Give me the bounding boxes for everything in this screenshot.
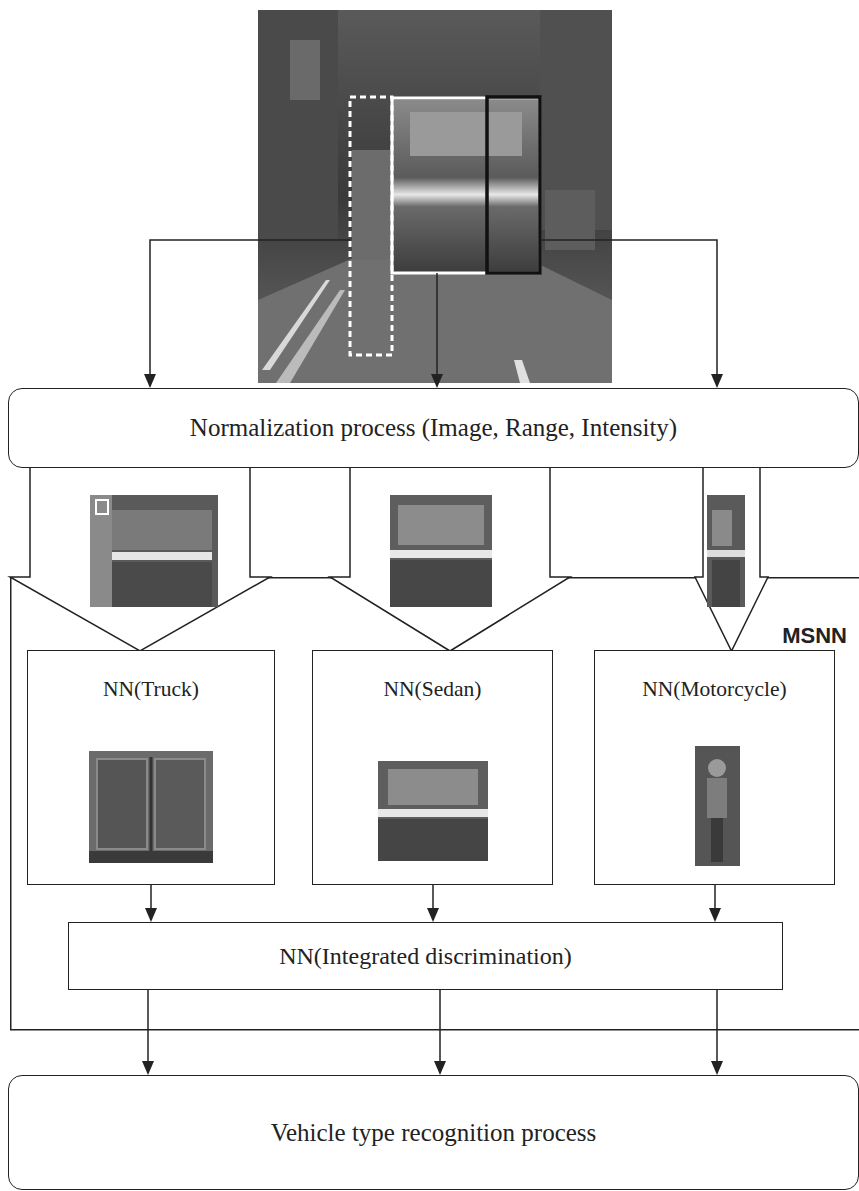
group-label: MSNN	[782, 623, 847, 649]
flow-arrow	[711, 990, 723, 1075]
process-box: Normalization process (Image, Range, Int…	[8, 388, 859, 468]
block-arrow	[695, 467, 768, 651]
moto-template-image	[695, 746, 740, 866]
truck-template-image	[89, 751, 213, 863]
box-label: NN(Integrated discrimination)	[279, 943, 572, 970]
network-box: NN(Integrated discrimination)	[68, 922, 783, 990]
truck-input-thumbnail	[90, 495, 218, 607]
process-box: Vehicle type recognition process	[8, 1075, 859, 1190]
motorcycle-input-thumbnail	[707, 495, 745, 607]
network-box: NN(Truck)	[27, 650, 275, 885]
photo-arrows	[150, 240, 717, 376]
flow-arrow	[142, 990, 154, 1075]
block-arrow	[10, 467, 270, 651]
flow-arrow	[427, 885, 439, 922]
flow-arrow	[145, 885, 157, 922]
box-label: Normalization process (Image, Range, Int…	[190, 414, 677, 442]
sedan-template-image	[378, 761, 488, 861]
box-label: NN(Sedan)	[313, 651, 552, 702]
box-label: Vehicle type recognition process	[271, 1119, 597, 1147]
box-label: NN(Motorcycle)	[595, 651, 834, 702]
sedan-input-thumbnail	[390, 495, 492, 607]
network-box: NN(Motorcycle)	[594, 650, 835, 885]
street-photo	[258, 10, 612, 383]
flow-arrow	[434, 990, 446, 1075]
block-arrow	[330, 467, 570, 651]
network-group: MSNN NN(Truck) NN(Sedan) NN(Motorcycle) NN(I…	[10, 577, 859, 1030]
box-label: NN(Truck)	[28, 651, 274, 702]
flow-arrow	[709, 885, 721, 922]
network-box: NN(Sedan)	[312, 650, 553, 885]
photo-arrowheads	[144, 374, 723, 388]
